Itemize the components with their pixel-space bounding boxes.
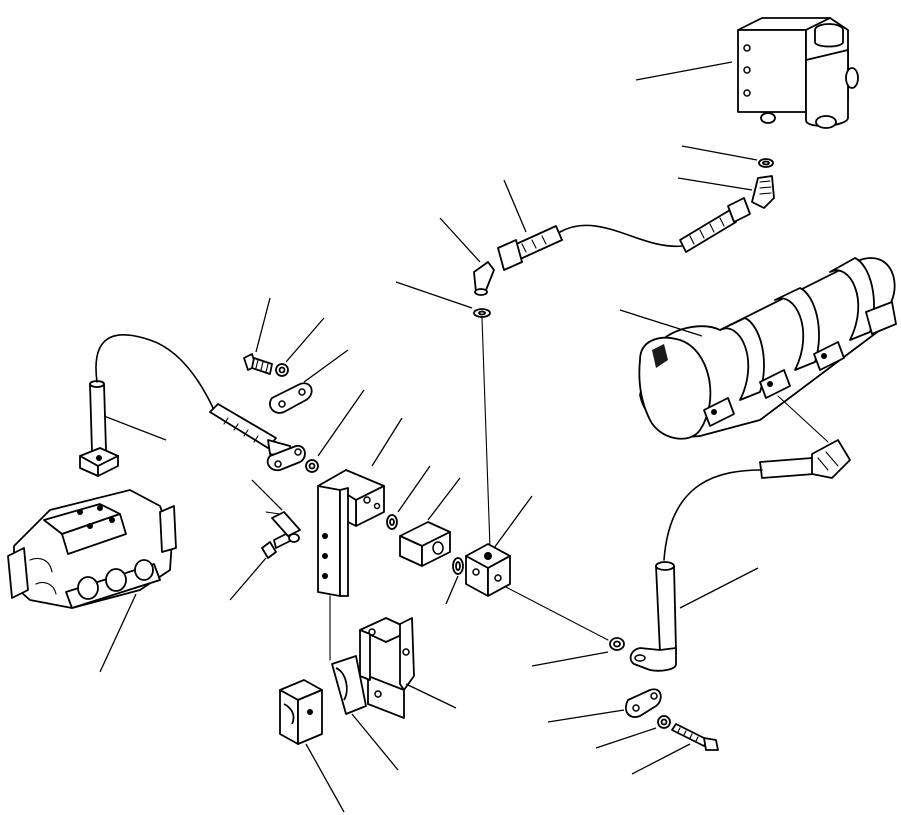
control-valve: [7, 489, 177, 609]
leader-line: [397, 465, 431, 513]
connection-line: [499, 583, 609, 641]
leader-line: [439, 217, 481, 263]
leader-line: [317, 389, 365, 457]
o-ring: [758, 158, 774, 168]
connection-line: [777, 395, 829, 443]
o-ring: [305, 459, 319, 473]
leader-line: [405, 683, 457, 709]
hose-line: [559, 224, 683, 247]
clamp-block: [279, 679, 323, 745]
manifold-block: [465, 543, 511, 597]
leader-line: [503, 179, 527, 233]
o-ring: [452, 557, 464, 575]
clamp-half: [331, 655, 367, 715]
leader-line: [493, 495, 533, 549]
leader-line: [255, 297, 271, 353]
hose-fitting-lower: [629, 561, 677, 672]
leader-line: [595, 727, 657, 749]
bolt: [671, 723, 719, 751]
leader-line: [445, 575, 459, 605]
hose-line: [663, 469, 763, 561]
elbow-fitting: [751, 175, 775, 209]
leader-line: [395, 281, 473, 309]
hose-line: [95, 334, 215, 411]
hose-fitting-left: [497, 225, 563, 271]
leader-line: [351, 713, 399, 771]
washer: [657, 715, 671, 729]
washer: [275, 363, 289, 377]
split-flange: [269, 382, 313, 414]
leader-line: [303, 349, 349, 383]
o-ring: [386, 514, 398, 530]
adapter-block: [399, 521, 451, 567]
leader-line: [285, 317, 325, 363]
leader-line: [681, 145, 758, 161]
leader-line: [679, 567, 759, 609]
o-ring: [609, 637, 625, 651]
elbow-fitting: [473, 261, 495, 296]
clamp-bracket: [359, 617, 415, 719]
o-ring: [473, 308, 491, 318]
connection-line: [481, 317, 491, 549]
hose-fitting-diagonal: [209, 403, 306, 472]
leader-line: [371, 417, 403, 467]
leader-line: [229, 557, 267, 601]
leader-line: [635, 61, 733, 81]
leader-line: [103, 415, 167, 441]
leader-line: [631, 743, 691, 775]
leader-line: [251, 479, 283, 511]
hose-fitting-vertical: [79, 380, 119, 477]
leader-line: [547, 709, 625, 723]
hydraulic-pump: [638, 257, 897, 440]
leader-line: [531, 651, 609, 667]
leader-line: [619, 309, 703, 337]
nipple-fitting: [265, 511, 301, 543]
hose-fitting-right: [679, 197, 751, 253]
leader-line: [305, 743, 345, 813]
leader-line: [677, 177, 753, 191]
bolt: [243, 353, 273, 375]
split-flange: [625, 688, 662, 718]
leader-line: [427, 477, 461, 521]
hose-fitting-upper: [759, 439, 851, 479]
valve-block: [737, 17, 859, 129]
leader-line: [99, 593, 137, 673]
mounting-bracket: [317, 469, 385, 597]
